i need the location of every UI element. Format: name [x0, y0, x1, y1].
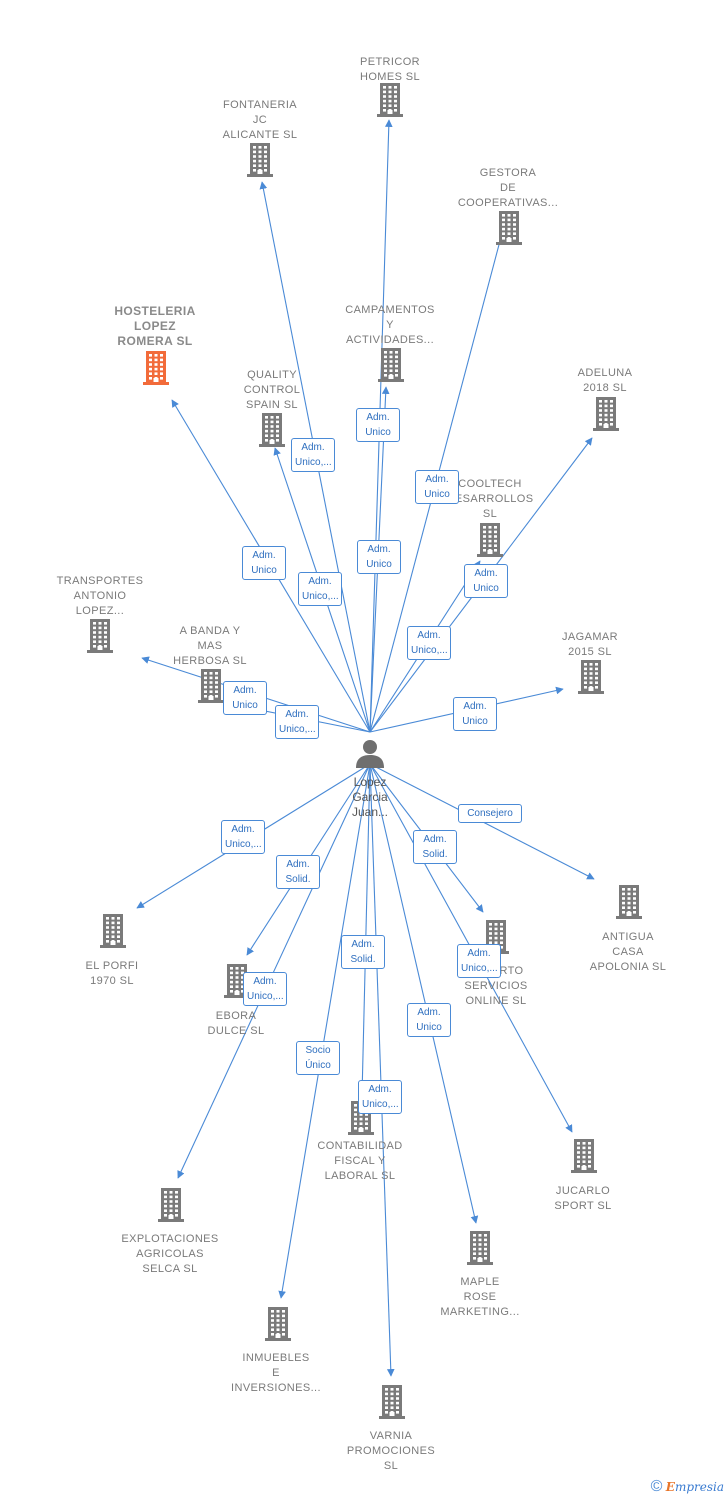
role-label-transportes[interactable]: Adm. Unico [223, 681, 267, 715]
role-label-ebora[interactable]: Adm. Solid. [276, 855, 320, 889]
company-name: VARNIA PROMOCIONES SL [346, 1430, 436, 1472]
company-maple[interactable]: MAPLE ROSE MARKETING... [415, 1275, 545, 1320]
edge-explotaciones [177, 763, 371, 1179]
role-label-jucarlo[interactable]: Adm. Unico,... [457, 944, 501, 978]
company-adeluna[interactable]: ADELUNA 2018 SL [540, 366, 670, 396]
edge-contabilidad [358, 763, 371, 1097]
company-elporfi[interactable]: EL PORFI 1970 SL [47, 959, 177, 989]
role-label-adeluna[interactable]: Adm. Unico [464, 564, 508, 598]
company-name: EL PORFI 1970 SL [85, 960, 139, 987]
building-icon[interactable] [378, 348, 404, 382]
role-label-maple[interactable]: Adm. Unico [407, 1003, 451, 1037]
building-icon[interactable] [265, 1307, 291, 1341]
building-icon[interactable] [593, 397, 619, 431]
company-name: FONTANERIA JC ALICANTE SL [222, 99, 298, 141]
person-icon [356, 740, 384, 768]
company-explotaciones[interactable]: EXPLOTACIONES AGRICOLAS SELCA SL [105, 1232, 235, 1277]
role-label-varnia[interactable]: Adm. Unico,... [358, 1080, 402, 1114]
company-jagamar[interactable]: JAGAMAR 2015 SL [525, 630, 655, 660]
company-name: JAGAMAR 2015 SL [562, 631, 618, 658]
building-icon[interactable] [247, 143, 273, 177]
company-name: EXPLOTACIONES AGRICOLAS SELCA SL [121, 1233, 219, 1275]
company-name: COOLTECH DESARROLLOS SL [446, 478, 534, 520]
role-label-cooltech[interactable]: Adm. Unico,... [407, 626, 451, 660]
company-hosteleria[interactable]: HOSTELERIA LOPEZ ROMERA SL [90, 304, 220, 349]
company-name: PETRICOR HOMES SL [359, 56, 421, 83]
role-label-fontaneria[interactable]: Adm. Unico,... [291, 438, 335, 472]
building-icon[interactable] [571, 1139, 597, 1173]
company-varnia[interactable]: VARNIA PROMOCIONES SL [326, 1429, 456, 1474]
role-label-gestora[interactable]: Adm. Unico [415, 470, 459, 504]
company-transportes[interactable]: TRANSPORTES ANTONIO LOPEZ... [35, 574, 165, 619]
company-name: TRANSPORTES ANTONIO LOPEZ... [56, 575, 144, 617]
company-name: GESTORA DE COOPERATIVAS... [457, 167, 559, 209]
company-quality[interactable]: QUALITY CONTROL SPAIN SL [207, 368, 337, 413]
company-campamentos[interactable]: CAMPAMENTOS Y ACTIVIDADES... [325, 303, 455, 348]
company-ebora[interactable]: EBORA DULCE SL [171, 1009, 301, 1039]
building-icon[interactable] [198, 669, 224, 703]
building-icon[interactable] [158, 1188, 184, 1222]
building-icon[interactable] [259, 413, 285, 447]
company-name: ANTIGUA CASA APOLONIA SL [589, 931, 667, 973]
role-label-campamentos[interactable]: Adm. Unico [357, 540, 401, 574]
building-icon[interactable] [578, 660, 604, 694]
building-icon[interactable] [477, 523, 503, 557]
company-name: ADELUNA 2018 SL [577, 367, 633, 394]
footer-brand: © Empresia [651, 1478, 724, 1496]
role-label-elporfi[interactable]: Adm. Unico,... [221, 820, 265, 854]
company-name: A BANDA Y MAS HERBOSA SL [173, 625, 247, 667]
role-label-hosteleria[interactable]: Adm. Unico [242, 546, 286, 580]
company-fontaneria[interactable]: FONTANERIA JC ALICANTE SL [195, 98, 325, 143]
company-name: HOSTELERIA LOPEZ ROMERA SL [114, 304, 196, 348]
copyright-icon: © [650, 1478, 663, 1495]
role-label-antigua[interactable]: Consejero [458, 804, 522, 823]
building-icon[interactable] [87, 619, 113, 653]
company-name: INMUEBLES E INVERSIONES... [231, 1352, 321, 1394]
company-abanda[interactable]: A BANDA Y MAS HERBOSA SL [145, 624, 275, 669]
company-contabilidad[interactable]: CONTABILIDAD FISCAL Y LABORAL SL [295, 1139, 425, 1184]
company-antigua[interactable]: ANTIGUA CASA APOLONIA SL [563, 930, 693, 975]
company-jucarlo[interactable]: JUCARLO SPORT SL [518, 1184, 648, 1214]
company-petricor[interactable]: PETRICOR HOMES SL [325, 55, 455, 85]
edge-varnia [369, 763, 395, 1377]
person-node[interactable]: Lopez Garcia Juan... [340, 738, 400, 820]
edge-inmuebles [278, 763, 371, 1299]
role-label-jagamar[interactable]: Adm. Unico [453, 697, 497, 731]
company-name: JUCARLO SPORT SL [554, 1185, 612, 1212]
building-icon[interactable] [616, 885, 642, 919]
company-name: QUALITY CONTROL SPAIN SL [243, 369, 301, 411]
role-label-abanda[interactable]: Adm. Unico,... [275, 705, 319, 739]
building-icon[interactable] [379, 1385, 405, 1419]
company-name: CAMPAMENTOS Y ACTIVIDADES... [345, 304, 435, 346]
role-label-petricor[interactable]: Adm. Unico [356, 408, 400, 442]
role-label-inmuebles[interactable]: Socio Único [296, 1041, 340, 1075]
company-inmuebles[interactable]: INMUEBLES E INVERSIONES... [211, 1351, 341, 1396]
company-name: MAPLE ROSE MARKETING... [440, 1276, 520, 1318]
company-name: EBORA DULCE SL [207, 1010, 265, 1037]
building-icon[interactable] [143, 351, 169, 385]
role-label-experto[interactable]: Adm. Solid. [413, 830, 457, 864]
building-icon[interactable] [100, 914, 126, 948]
company-name: CONTABILIDAD FISCAL Y LABORAL SL [317, 1140, 403, 1182]
building-icon[interactable] [467, 1231, 493, 1265]
role-label-quality[interactable]: Adm. Unico,... [298, 572, 342, 606]
building-icon[interactable] [496, 211, 522, 245]
role-label-contabilidad[interactable]: Adm. Solid. [341, 935, 385, 969]
company-cooltech[interactable]: COOLTECH DESARROLLOS SL [425, 477, 555, 522]
role-label-explotaciones[interactable]: Adm. Unico,... [243, 972, 287, 1006]
person-name: Lopez Garcia Juan... [351, 775, 389, 819]
building-icon[interactable] [377, 83, 403, 117]
brand-logo: Empresia [665, 1480, 724, 1494]
building-icon[interactable] [224, 964, 250, 998]
company-gestora[interactable]: GESTORA DE COOPERATIVAS... [443, 166, 573, 211]
edge-maple [369, 763, 479, 1224]
